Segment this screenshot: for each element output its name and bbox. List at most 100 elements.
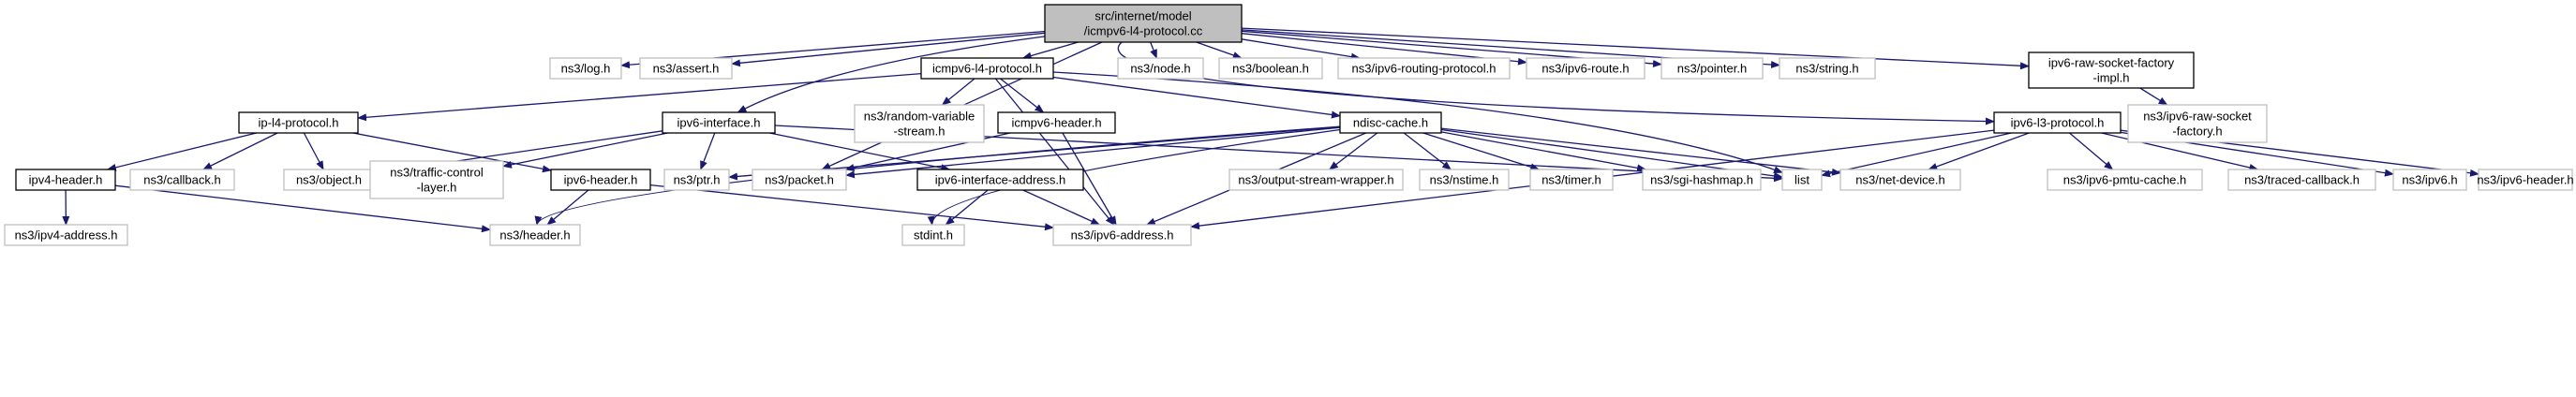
node-boolean: ns3/boolean.h xyxy=(1218,57,1323,80)
node-label-ptr: ns3/ptr.h xyxy=(674,173,721,187)
edge-icmpv6l4-to-iplayer4 xyxy=(357,72,922,122)
node-label-routingproto: ns3/ipv6-routing-protocol.h xyxy=(1352,62,1496,76)
node-ifaceaddr[interactable]: ipv6-interface-address.h xyxy=(916,169,1084,191)
node-stdint: stdint.h xyxy=(901,224,965,246)
node-ipv6l3[interactable]: ipv6-l3-protocol.h xyxy=(1993,111,2122,134)
nodes-layer: src/internet/model/icmpv6-l4-protocol.cc… xyxy=(4,4,2574,246)
node-box-ipv4header xyxy=(15,169,116,191)
node-label-pointer: ns3/pointer.h xyxy=(1677,62,1747,76)
node-tracedcb: ns3/traced-callback.h xyxy=(2227,169,2376,191)
edge-iplayer4-to-ipv6header xyxy=(352,132,552,173)
edge-ndisc-to-header xyxy=(534,125,1341,226)
edge-root-to-node xyxy=(1150,41,1157,59)
node-label-log: ns3/log.h xyxy=(561,62,611,76)
node-box-randvar xyxy=(854,104,985,143)
edge-icmpv6l4-to-ndisc xyxy=(1052,76,1341,119)
node-label-stdint: stdint.h xyxy=(914,228,953,243)
node-box-ifaceaddr xyxy=(916,169,1084,191)
node-box-rawfactory xyxy=(2127,104,2268,143)
edge-icmpv6l4-to-ipv6addr xyxy=(994,78,1115,226)
node-route: ns3/ipv6-route.h xyxy=(1526,57,1645,80)
node-label-list: list xyxy=(1794,173,1809,187)
node-label-route: ns3/ipv6-route.h xyxy=(1541,62,1629,76)
node-label-root-1: src/internet/model xyxy=(1094,9,1191,23)
edge-root-to-assert xyxy=(731,32,1046,67)
node-label-iplayer4: ip-l4-protocol.h xyxy=(259,116,339,130)
node-box-pointer xyxy=(1660,57,1764,80)
node-label-tclayer-2: -layer.h xyxy=(417,181,457,195)
edge-root-to-ipv6l3 xyxy=(1117,41,1995,125)
edge-root-to-icmpv6l4 xyxy=(1021,41,1079,60)
node-label-rawfactoryimpl-2: -impl.h xyxy=(2092,71,2129,85)
node-timer: ns3/timer.h xyxy=(1529,169,1614,191)
node-icmpv6l4[interactable]: icmpv6-l4-protocol.h xyxy=(920,57,1054,80)
node-ipv4header[interactable]: ipv4-header.h xyxy=(15,169,116,191)
node-rawfactory: ns3/ipv6-raw-socket-factory.h xyxy=(2127,104,2268,143)
edge-ipv6l3-to-pmtu xyxy=(2069,132,2114,170)
edge-root-to-routingproto xyxy=(1241,38,1361,61)
edge-ndisc-to-osw xyxy=(1329,132,1378,170)
node-label-ipv6header: ipv6-header.h xyxy=(564,173,638,187)
node-box-ipv6addr xyxy=(1052,224,1192,246)
node-label-header: ns3/header.h xyxy=(499,228,570,243)
edge-iplayer4-to-ipv4header xyxy=(106,132,257,171)
node-routingproto: ns3/ipv6-routing-protocol.h xyxy=(1337,57,1511,80)
edge-ndisc-to-nstime xyxy=(1403,132,1452,170)
node-label-randvar-1: ns3/random-variable xyxy=(864,110,975,124)
node-box-ipv4addr xyxy=(4,224,128,246)
node-label-ipv4header: ipv4-header.h xyxy=(29,173,103,187)
node-label-node: ns3/node.h xyxy=(1130,62,1190,76)
edge-ifaceaddr-to-ipv6addr xyxy=(1022,189,1101,226)
node-list: list xyxy=(1781,169,1823,191)
edge-iplayer4-to-object xyxy=(303,132,324,170)
node-box-icmpv6header xyxy=(997,111,1116,134)
node-pointer: ns3/pointer.h xyxy=(1660,57,1764,80)
edge-root-to-ipv6iface xyxy=(737,36,1046,113)
node-label-tclayer-1: ns3/traffic-control xyxy=(390,166,484,180)
edge-ipv6header-to-ipv6addr xyxy=(649,184,1054,231)
node-box-ipv6iface xyxy=(662,111,776,134)
node-ipv6addr: ns3/ipv6-address.h xyxy=(1052,224,1192,246)
edge-ipv6l3-to-list xyxy=(1821,132,2012,178)
node-label-ipv4addr: ns3/ipv4-address.h xyxy=(15,228,118,243)
node-label-timer: ns3/timer.h xyxy=(1541,173,1601,187)
edge-root-to-boolean xyxy=(1196,41,1243,59)
edge-icmpv6l4-to-list xyxy=(1052,71,1783,173)
node-ndisc[interactable]: ndisc-cache.h xyxy=(1339,111,1442,134)
node-label-pmtu: ns3/ipv6-pmtu-cache.h xyxy=(2063,173,2187,187)
node-box-string xyxy=(1779,57,1876,80)
node-label-osw: ns3/output-stream-wrapper.h xyxy=(1238,173,1393,187)
node-ptr: ns3/ptr.h xyxy=(663,169,730,191)
node-label-object: ns3/object.h xyxy=(296,173,362,187)
edge-icmpv6l4-to-icmpv6header xyxy=(1000,78,1045,113)
node-netdevice: ns3/net-device.h xyxy=(1839,169,1961,191)
node-box-ptr xyxy=(663,169,730,191)
node-root[interactable]: src/internet/model/icmpv6-l4-protocol.cc xyxy=(1044,4,1243,43)
edge-ipv4header-to-header xyxy=(114,184,491,233)
node-box-sgihash xyxy=(1642,169,1762,191)
node-box-ipv6h xyxy=(2392,169,2467,191)
node-ipv4addr: ns3/ipv4-address.h xyxy=(4,224,128,246)
node-box-stdint xyxy=(901,224,965,246)
node-ipv6header[interactable]: ipv6-header.h xyxy=(550,169,651,191)
edge-root-to-rawfactoryimpl xyxy=(1241,27,2030,70)
node-icmpv6header[interactable]: icmpv6-header.h xyxy=(997,111,1116,134)
node-label-randvar-2: -stream.h xyxy=(894,125,946,139)
node-box-icmpv6l4 xyxy=(920,57,1054,80)
node-label-tracedcb: ns3/traced-callback.h xyxy=(2244,173,2360,187)
node-label-netdevice: ns3/net-device.h xyxy=(1855,173,1944,187)
node-pmtu: ns3/ipv6-pmtu-cache.h xyxy=(2047,169,2203,191)
node-label-ifaceaddr: ipv6-interface-address.h xyxy=(935,173,1065,187)
node-box-rawfactoryimpl xyxy=(2028,51,2195,89)
node-label-ipv6h: ns3/ipv6.h xyxy=(2402,173,2457,187)
node-ipv6iface[interactable]: ipv6-interface.h xyxy=(662,111,776,134)
node-box-ndisc xyxy=(1339,111,1442,134)
node-label-packet: ns3/packet.h xyxy=(765,173,834,187)
edge-ipv6iface-to-tclayer xyxy=(502,132,668,169)
node-rawfactoryimpl[interactable]: ipv6-raw-socket-factory-impl.h xyxy=(2028,51,2195,89)
node-label-callback: ns3/callback.h xyxy=(143,173,220,187)
node-label-ns3ipv6header: ns3/ipv6-header.h xyxy=(2477,173,2573,187)
node-iplayer4[interactable]: ip-l4-protocol.h xyxy=(238,111,359,134)
node-box-ipv6l3 xyxy=(1993,111,2122,134)
